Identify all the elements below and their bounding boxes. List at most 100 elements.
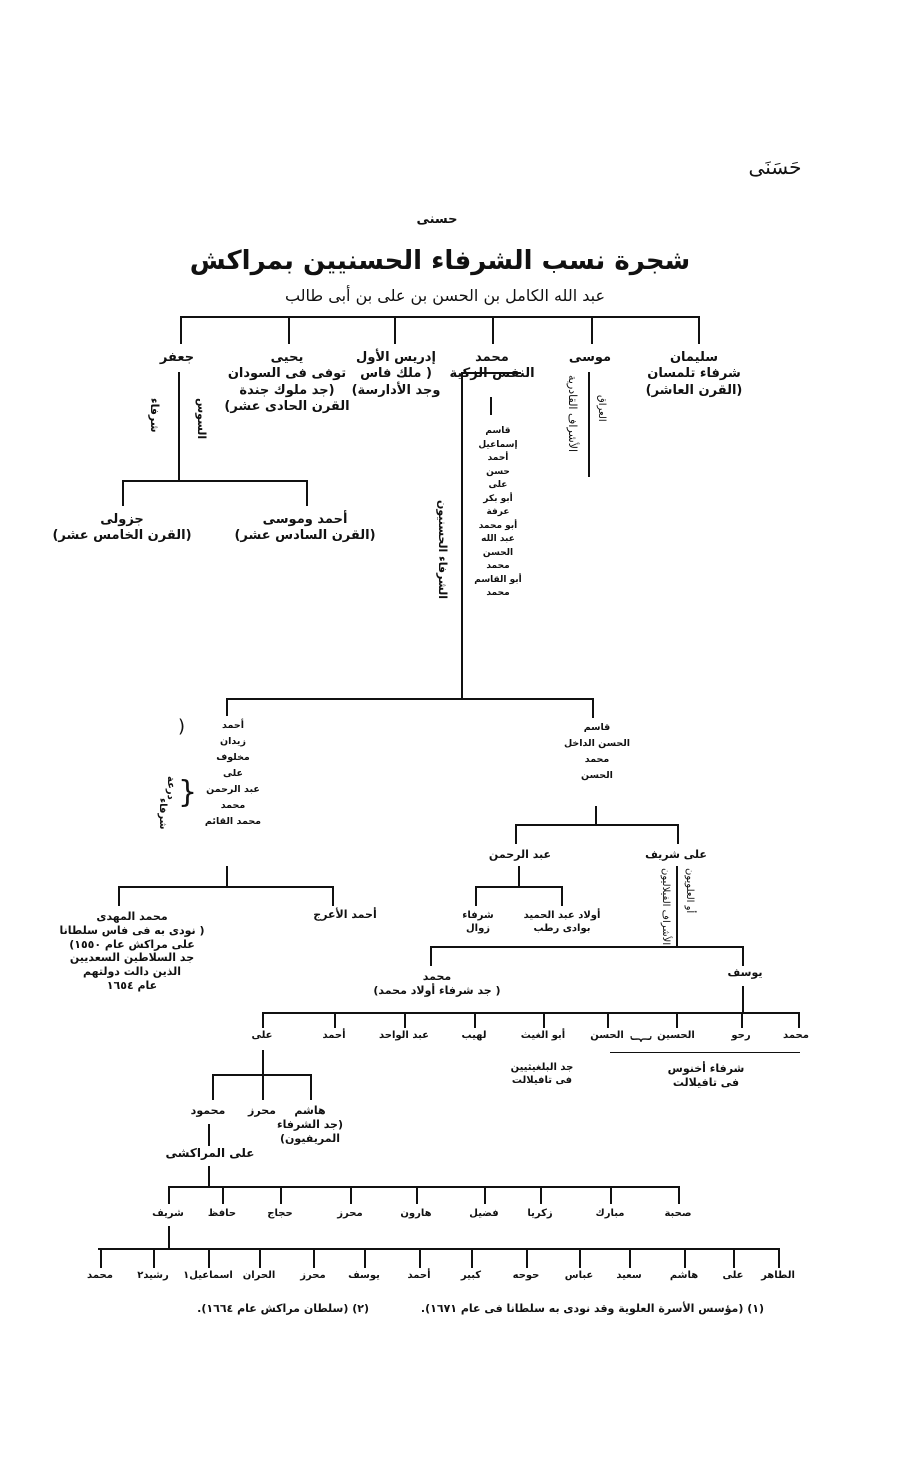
row3-bar [98,1248,780,1250]
gen-row-drop-rahhu [741,1012,743,1028]
row3-drop-12 [208,1248,210,1268]
saadi-brace-top: ) [178,716,186,737]
row2-drop-5 [416,1186,418,1204]
row3-drop-9 [364,1248,366,1268]
gen1-drop-3 [492,316,494,344]
row3-ahmad: أحمد [407,1270,431,1281]
gen1-drop-1 [698,316,700,344]
gen-row-hasan: الحسن [590,1030,624,1041]
hasaniyun-label: الشرفاء الحسنيون [436,500,450,600]
row2-drop-4 [484,1186,486,1204]
node-mahmud: محمود [190,1104,226,1117]
hasaniyun-cap [461,372,521,374]
gen-row-drop-lahib [474,1012,476,1028]
row3-harran: الحران [242,1270,276,1281]
gen1-drop-6 [180,316,182,344]
split-drop-right [592,698,594,718]
row3-hashim: هاشم [669,1270,699,1281]
row2-harun: هارون [400,1208,432,1219]
musa-stem [588,372,590,477]
gen-row-drop-abu-ghaith [543,1012,545,1028]
row2-drop-6 [350,1186,352,1204]
saadi-stem [226,866,228,886]
gen-row-drop-ali [262,1012,264,1028]
filali-label-1: الأشراف الفيلاليون [660,868,671,946]
gen-row-ali: على [251,1030,273,1041]
gen-row-abd-wahid: عبد الواحد [378,1030,430,1041]
row3-kabir: كبير [460,1270,482,1281]
row3-drop-11 [259,1248,261,1268]
gen1-drop-2 [591,316,593,344]
ali-drop-1 [212,1074,214,1100]
nafs-stem [490,397,492,415]
ali-drop-2 [262,1074,264,1100]
musa-note: الأشراف القادرية [566,375,580,453]
row3-drop-13 [153,1248,155,1268]
jafar-note-1: شرفاء [148,398,162,433]
filali-drop-1 [430,946,432,966]
node-ali-sharif: على شريف [645,848,707,861]
node-jazuli: جزولى(القرن الخامس عشر) [52,512,192,544]
gen1-drop-4 [394,316,396,344]
row3-muhammad: محمد [87,1270,113,1281]
gen1-drop-5 [288,316,290,344]
row3-drop-6 [526,1248,528,1268]
sharif-stem [168,1226,170,1248]
node-abd-rahman: عبد الرحمن [488,848,552,861]
gen-row-ahmad: أحمد [322,1030,346,1041]
abd-rahman-stem [518,866,520,886]
row3-said: سعيد [616,1270,642,1281]
gen1-bar [180,316,700,318]
row3-hawha: حوحه [512,1270,540,1281]
gen-row-drop-husayn [676,1012,678,1028]
akhnous-bracket [610,1052,800,1053]
filali-drop-2 [742,946,744,966]
footnote-1: (١) (مؤسس الأسرة العلوية وقد نودى به سلط… [420,1302,764,1315]
jafar-note-2: السوس [195,398,209,440]
filali-line [676,866,678,946]
gen-row-muhammad: محمد [783,1030,809,1041]
filali-bar [430,946,744,948]
row3-rashid: رشيد٢ [137,1270,169,1281]
row3-drop-8 [419,1248,421,1268]
saadi-bar [118,886,334,888]
root-ancestor: عبد الله الكامل بن الحسن بن على بن أبى ط… [284,286,606,305]
row2-drop-7 [280,1186,282,1204]
gen-row-drop-ahmad [334,1012,336,1028]
row3-drop-4 [629,1248,631,1268]
saadi-brace: } [178,775,198,810]
row3-drop-2 [733,1248,735,1268]
abd-rahman-drop-1 [475,886,477,906]
gen-row-lahib: لهيب [461,1030,487,1041]
filali-label-2: أو العلويون [684,868,695,914]
row2-bar [168,1186,680,1188]
row2-zakariya: زكريا [527,1208,553,1219]
jafar-bar [122,480,308,482]
row2-drop-1 [678,1186,680,1204]
node-muhriz: محرز [248,1104,276,1117]
jafar-drop-2 [306,480,308,506]
gen-row-drop-hasan [607,1012,609,1028]
row2-drop-3 [540,1186,542,1204]
row2-drop-8 [222,1186,224,1204]
footnote-2: (٢) (سلطان مراكش عام ١٦٦٤). [197,1302,369,1315]
gen-row-abu-ghaith: أبو الغيث [520,1030,566,1041]
node-yusuf: يوسف [727,966,763,979]
jafar-stem [178,372,180,480]
row3-drop-14 [100,1248,102,1268]
akhnous-brace: ︸ [630,1036,653,1061]
row2-mubarak: مبارك [595,1208,625,1219]
row3-drop-10 [313,1248,315,1268]
row3-drop-1 [778,1248,780,1268]
node-jafar: جعفر [159,350,195,365]
row3-drop-7 [471,1248,473,1268]
